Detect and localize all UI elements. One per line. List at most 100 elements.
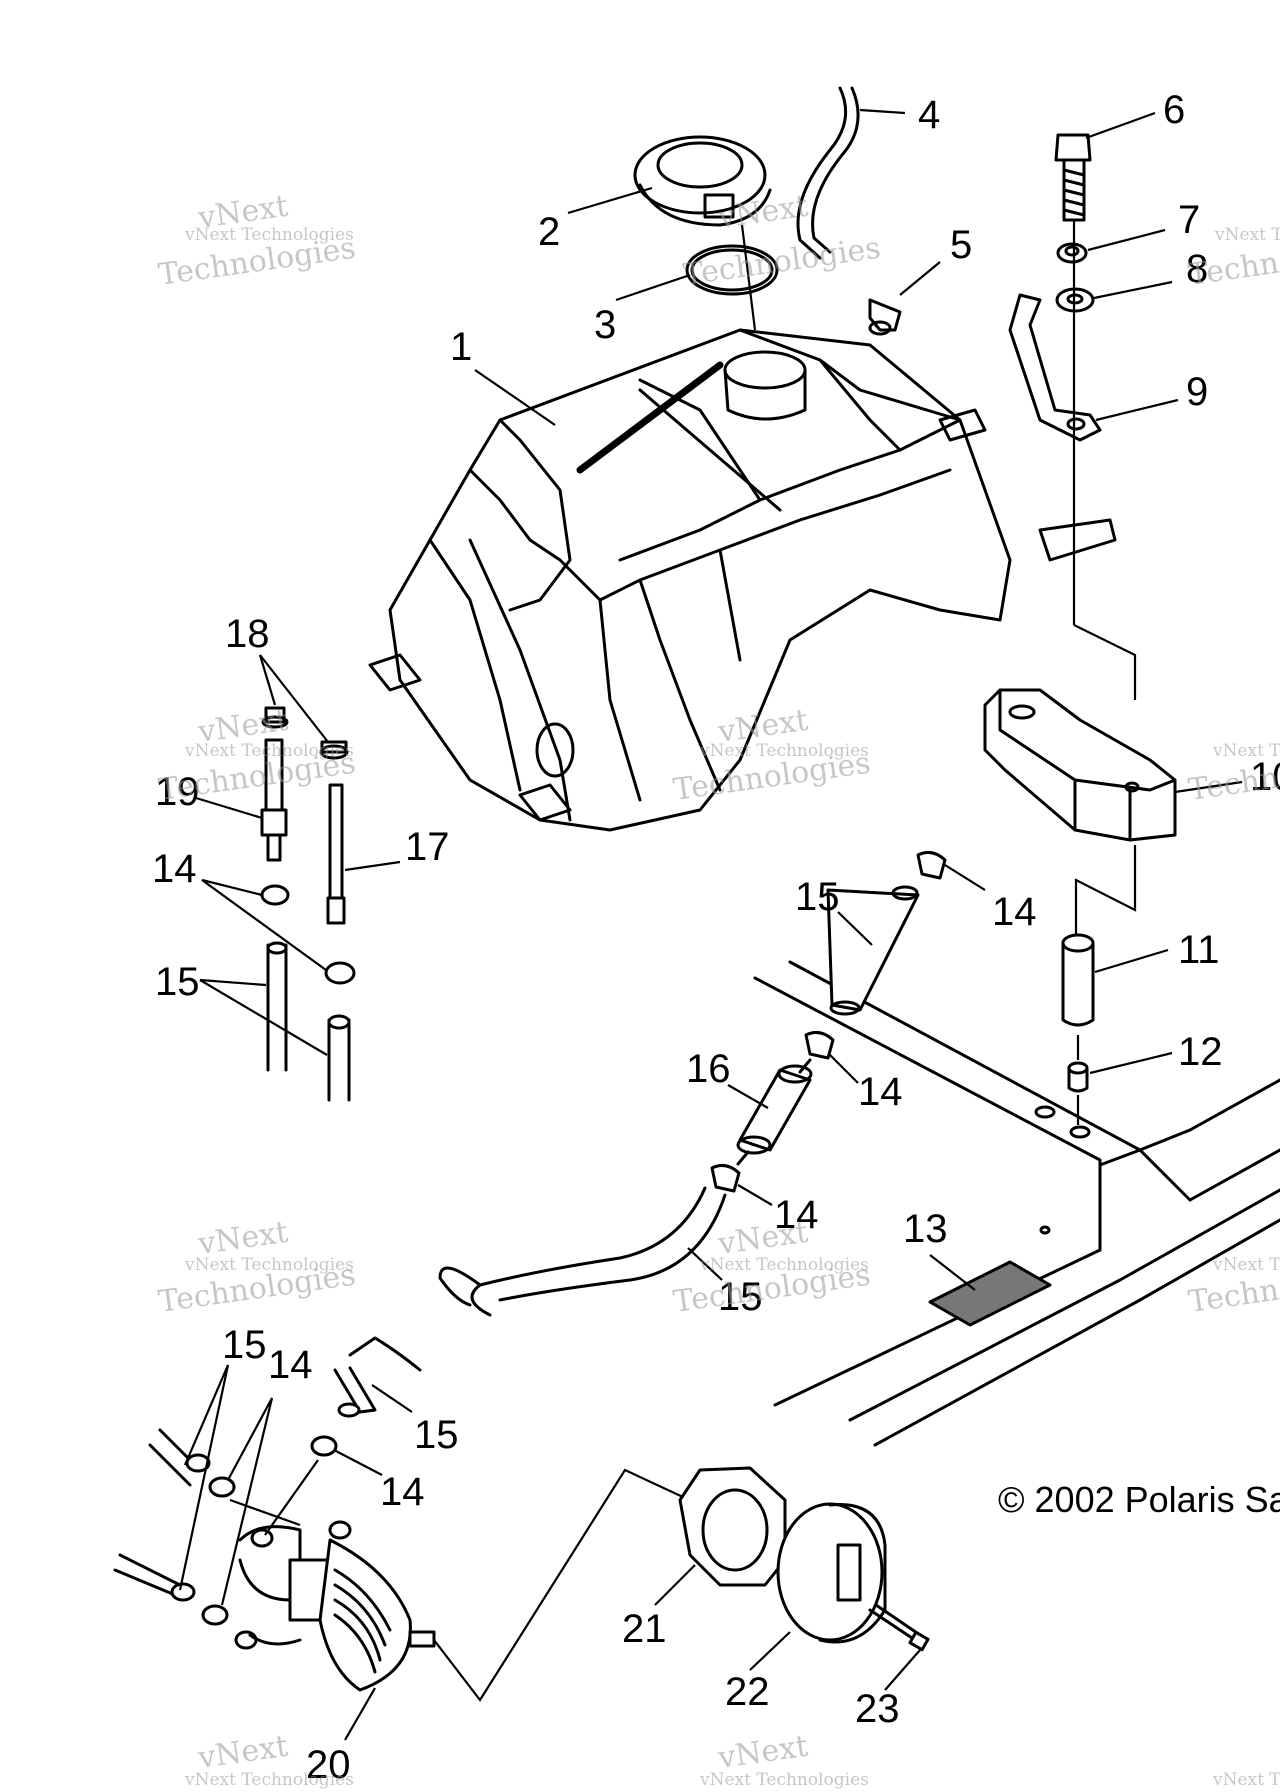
svg-text:vNext Technologies: vNext Technologies — [184, 741, 354, 761]
leader-15a-2 — [199, 979, 328, 1056]
fitting-cap-b — [319, 740, 349, 760]
leader-5 — [899, 261, 941, 296]
leader-10 — [1174, 780, 1243, 794]
leader-19 — [195, 796, 263, 820]
fuel-tank — [368, 328, 1117, 832]
svg-text:vNext Technologies: vNext Technologies — [1212, 741, 1280, 761]
callout-17: 17 — [405, 825, 450, 869]
callout-9: 9 — [1186, 370, 1208, 414]
leader-13 — [929, 1254, 976, 1291]
leader-18-2 — [259, 654, 329, 743]
watermark-8: vNext vNext Technologies Technologies — [671, 1215, 872, 1320]
leader-9 — [1095, 398, 1179, 422]
assembly-line-bolt-2 — [1073, 624, 1137, 700]
callout-15-tank: 15 — [795, 875, 840, 919]
leader-23 — [884, 1649, 921, 1691]
fuel-cap — [633, 135, 772, 227]
mount-bolt — [868, 1603, 930, 1652]
watermark-4: vNext vNext Technologies Technologies — [156, 703, 357, 808]
leader-12 — [1089, 1051, 1173, 1075]
fuel-valve — [260, 738, 288, 862]
watermark-7: vNext vNext Technologies Technologies — [156, 1215, 357, 1320]
callout-23: 23 — [855, 1687, 900, 1731]
fuel-filter — [736, 1058, 813, 1166]
pad — [983, 688, 1177, 842]
clamp-filter-top — [804, 1030, 835, 1060]
svg-text:vNext Technologies: vNext Technologies — [184, 225, 354, 245]
callout-3: 3 — [594, 303, 616, 347]
callout-7: 7 — [1178, 198, 1200, 242]
clamp-lower-left-a — [208, 1476, 236, 1498]
leader-14a-1 — [201, 878, 263, 897]
leader-14a-2 — [201, 879, 327, 971]
hose-lower-left-a — [148, 1428, 211, 1487]
frame — [753, 960, 1280, 1447]
leader-14d — [737, 1184, 773, 1206]
callout-15-lower-mid: 15 — [414, 1413, 459, 1457]
leader-21 — [654, 1564, 696, 1606]
assembly-line-pump-2 — [229, 1498, 301, 1527]
leader-4 — [859, 108, 906, 115]
o-ring — [685, 244, 779, 296]
watermark-1: vNext vNext Technologies Technologies — [156, 189, 357, 293]
watermark-11: vNext vNext Technologies — [699, 1729, 869, 1790]
callout-1: 1 — [450, 325, 472, 369]
leader-1 — [474, 369, 556, 426]
clamp-lower-left-b — [201, 1604, 229, 1626]
callout-21: 21 — [622, 1607, 667, 1651]
decal — [928, 1260, 1052, 1327]
leader-6 — [1085, 111, 1156, 140]
svg-text:vNext Technologies: vNext Technologies — [184, 1255, 354, 1275]
callout-15-long: 15 — [718, 1275, 763, 1319]
leader-lines — [178, 108, 1243, 1741]
hose-lower-left-b — [113, 1553, 196, 1602]
leader-15d-1 — [183, 1364, 230, 1466]
svg-text:vNext Technologies: vNext Technologies — [1212, 1255, 1280, 1275]
leader-14b — [944, 864, 986, 891]
fitting-cap-a — [261, 706, 289, 729]
svg-text:vNext Technologies: vNext Technologies — [184, 1770, 354, 1790]
clamp-lower-mid — [310, 1435, 338, 1457]
svg-text:vNext Technologies: vNext Technologies — [699, 741, 869, 761]
clamp-filter-bottom — [710, 1163, 741, 1193]
leader-20 — [344, 1687, 376, 1741]
vent-fitting — [868, 298, 902, 336]
svg-text:vNext Technologies: vNext Technologies — [699, 1770, 869, 1790]
leader-14f — [333, 1449, 383, 1476]
copyright-text: © 2002 Polaris Sa — [998, 1479, 1280, 1520]
leader-16 — [727, 1084, 769, 1109]
svg-text:Technologies: Technologies — [681, 231, 882, 293]
clamp-left-a — [260, 884, 290, 906]
svg-text:vNext: vNext — [195, 1729, 290, 1776]
leader-17 — [344, 860, 401, 872]
leader-2 — [567, 186, 653, 215]
callout-14-filter-bottom: 14 — [774, 1193, 819, 1237]
vent-hose — [796, 86, 860, 260]
callout-15-pump: 15 — [222, 1323, 267, 1367]
callout-14-left: 14 — [152, 847, 197, 891]
leader-15d-2 — [178, 1364, 230, 1591]
spacer — [1061, 933, 1095, 1027]
callout-13: 13 — [903, 1207, 948, 1251]
watermark-12: vNext Technologies — [1212, 1770, 1280, 1790]
callout-numbers: 1 2 3 4 5 6 7 8 9 10 11 12 13 14 14 14 1… — [152, 88, 1280, 1787]
assembly-line-pump — [264, 1459, 319, 1536]
svg-text:vNext Technologies: vNext Technologies — [1214, 225, 1280, 245]
leader-15a-1 — [199, 978, 267, 987]
cap-axis-line — [740, 224, 757, 331]
callout-16: 16 — [686, 1047, 731, 1091]
bracket — [1008, 293, 1102, 442]
nut — [678, 1466, 787, 1587]
callout-10: 10 — [1250, 755, 1280, 799]
hose-lower-mid — [333, 1336, 422, 1418]
callout-12: 12 — [1178, 1030, 1223, 1074]
callout-19: 19 — [155, 770, 200, 814]
fuel-hose-upper — [826, 885, 920, 1016]
svg-text:vNext Technologies: vNext Technologies — [1212, 1770, 1280, 1790]
leader-14e-1 — [227, 1397, 273, 1481]
hose-left-a — [266, 941, 288, 1072]
callout-18: 18 — [225, 612, 270, 656]
leader-15c — [687, 1247, 723, 1281]
bushing — [1067, 1061, 1089, 1093]
leader-8 — [1093, 280, 1173, 300]
